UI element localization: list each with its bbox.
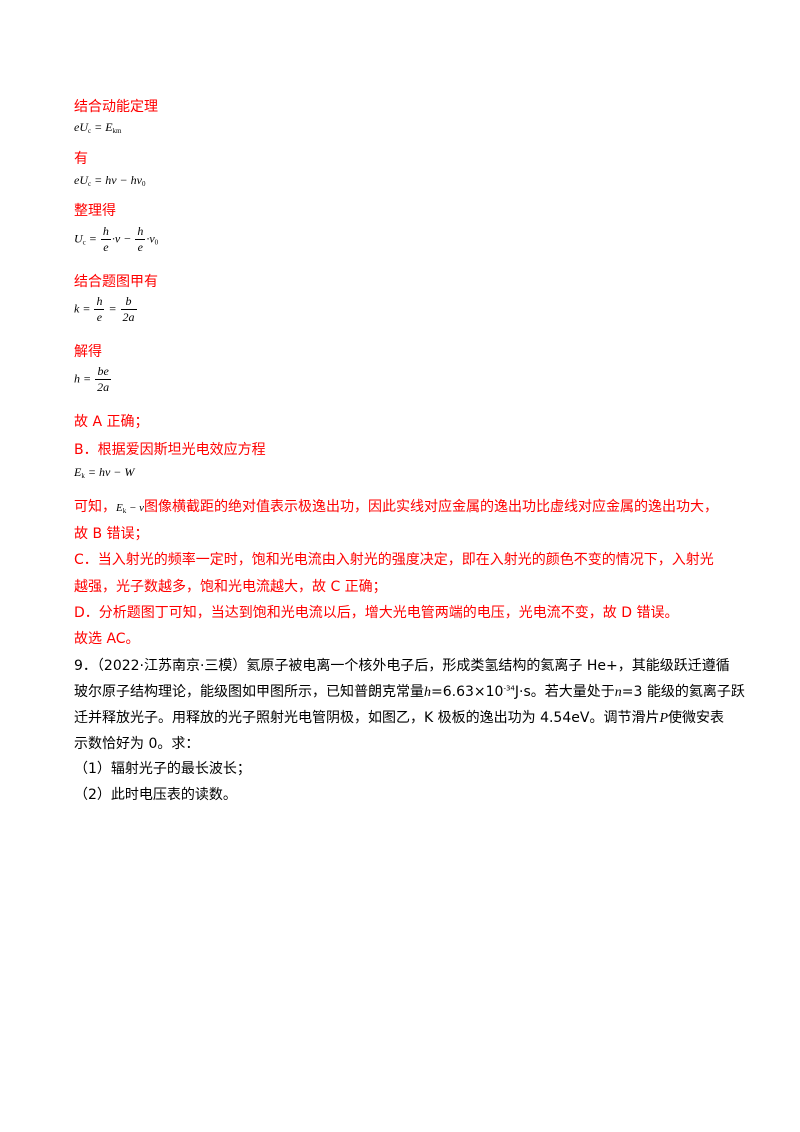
text-line: 结合题图甲有 [74,274,158,290]
text-line: 结合动能定理 [74,99,158,115]
text-line: D．分析题图丁可知，当达到饱和光电流以后，增大光电管两端的电压，光电流不变，故 … [74,605,679,621]
text-line: 可知，Ek − ν图像横截距的绝对值表示极逸出功，因此实线对应金属的逸出功比虚线… [74,499,719,515]
text-line: 故选 AC。 [74,631,140,647]
question-line: 玻尔原子结构理论，能级图如甲图所示，已知普朗克常量h=6.63×10-34J·s… [74,684,745,700]
text-line: 解得 [74,344,102,360]
text-line: 有 [74,151,88,167]
question-line: 迁并释放光子。用释放的光子照射光电管阴极，如图乙，K 极板的逸出功为 4.54e… [74,710,725,726]
text-line: 故 B 错误； [74,526,149,542]
equation-photo: eUc = hν − hν0 [74,173,146,188]
text-line: 越强，光子数越多，饱和光电流越大，故 C 正确； [74,579,387,595]
text-line: 整理得 [74,203,116,219]
inline-equation: Ek − ν [116,502,145,515]
question-line: 9．（2022·江苏南京·三模）氦原子被电离一个核外电子后，形成类氢结构的氦离子… [74,658,730,674]
sub-question-2: （2）此时电压表的读数。 [74,787,237,803]
equation-ek: eUc = Ekm [74,120,122,135]
text-line: C．当入射光的频率一定时，饱和光电流由入射光的强度决定，即在入射光的颜色不变的情… [74,552,714,568]
text-line: B．根据爱因斯坦光电效应方程 [74,442,266,458]
text-line: 故 A 正确； [74,414,149,430]
equation-einstein: Ek = hν − W [74,465,135,480]
question-line: 示数恰好为 0。求： [74,736,200,752]
sub-question-1: （1）辐射光子的最长波长； [74,761,251,777]
